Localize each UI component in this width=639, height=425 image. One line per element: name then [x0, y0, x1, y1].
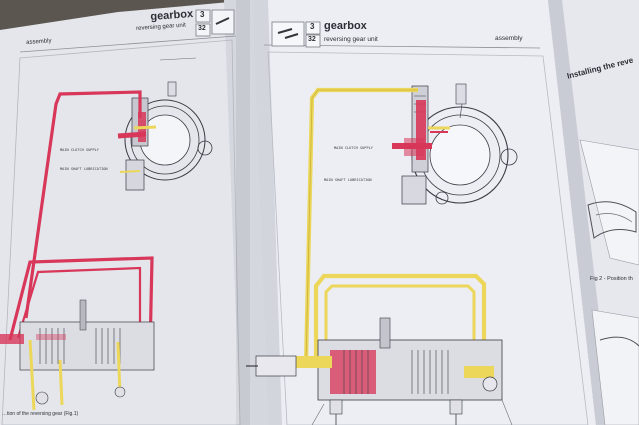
- left-chapter-number: 3: [200, 10, 205, 19]
- left-callout-clutch: MAIN CLUTCH SUPPLY: [60, 148, 99, 152]
- chapter-icon-box: [271, 21, 305, 47]
- right-header-title: gearbox: [324, 20, 367, 32]
- left-page: [0, 0, 268, 425]
- right-page-number: 32: [308, 36, 316, 43]
- left-page-number: 32: [198, 25, 206, 32]
- left-figure-caption: …tion of the reversing gear (Fig.1): [2, 411, 79, 417]
- right-chapter-number: 3: [310, 22, 315, 31]
- left-gear-diagram: [0, 57, 213, 411]
- right-gear-diagram: [246, 83, 518, 425]
- right-page: [248, 0, 596, 425]
- right-header-subtitle: reversing gear unit: [324, 36, 378, 43]
- right-callout-lube: MAIN SHAFT LUBRICATION: [324, 178, 372, 182]
- right-section-label: assembly: [495, 35, 523, 42]
- left-callout-lube: MAIN SHAFT LUBRICATION: [60, 167, 108, 171]
- oil-pressure-line: [24, 90, 142, 319]
- right-callout-clutch: MAIN CLUTCH SUPPLY: [334, 146, 373, 150]
- next-page-caption: Fig 2 - Position th: [590, 276, 633, 282]
